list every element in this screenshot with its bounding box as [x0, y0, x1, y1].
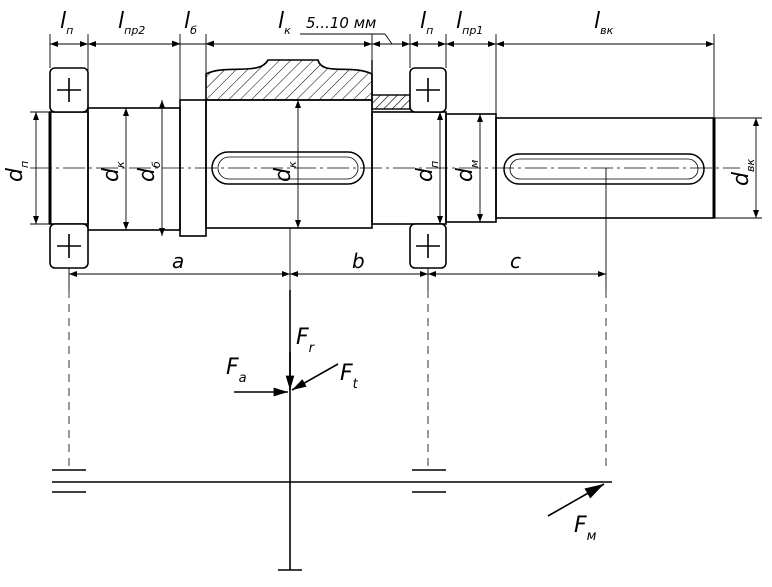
label-d-p-right: dп: [413, 161, 441, 182]
label-gap-note: 5...10 мм: [306, 14, 376, 32]
label-force-fm: Fм: [574, 513, 597, 544]
label-l-pr1: lпр1: [456, 9, 483, 37]
label-d-m: dм: [453, 160, 481, 182]
bearings: [49, 67, 447, 269]
label-l-p-left: lп: [60, 9, 73, 37]
diameter-dimensions: [30, 100, 762, 236]
scheme-axis: [52, 290, 612, 571]
label-span-b: b: [352, 249, 365, 273]
top-dimension-chain: [49, 33, 715, 118]
label-d-k-key: dк: [271, 161, 299, 182]
label-l-p-right: lп: [420, 9, 433, 37]
force-ft-arrow: [291, 363, 339, 391]
label-l-vk: lвк: [594, 9, 614, 37]
force-labels: Fr Fa Ft Fм: [226, 325, 597, 544]
force-arrows: [234, 352, 605, 517]
spacer-sleeve: [371, 94, 411, 110]
top-labels: lп lпр2 lб lк 5...10 мм lп lпр1 lвк: [60, 9, 614, 37]
label-force-fr: Fr: [296, 325, 316, 356]
label-d-b: dб: [135, 161, 163, 182]
gear-hub: [205, 59, 373, 101]
label-force-fa: Fa: [226, 355, 247, 386]
label-d-k: dк: [99, 161, 127, 182]
projection-lines: [68, 290, 607, 470]
label-force-ft: Ft: [340, 361, 359, 392]
diameter-labels: dп dк dб dк dп dм dвк: [3, 159, 757, 186]
force-fm-arrow: [547, 483, 605, 517]
label-l-b: lб: [184, 9, 197, 37]
label-l-k: lк: [278, 9, 291, 37]
label-d-vk: dвк: [729, 159, 757, 186]
label-d-p-left: dп: [3, 161, 31, 182]
label-span-c: c: [510, 249, 521, 273]
span-dimensions: [68, 168, 607, 290]
label-span-a: a: [172, 249, 184, 273]
label-l-pr2: lпр2: [118, 9, 145, 37]
shaft-body: [48, 99, 716, 237]
